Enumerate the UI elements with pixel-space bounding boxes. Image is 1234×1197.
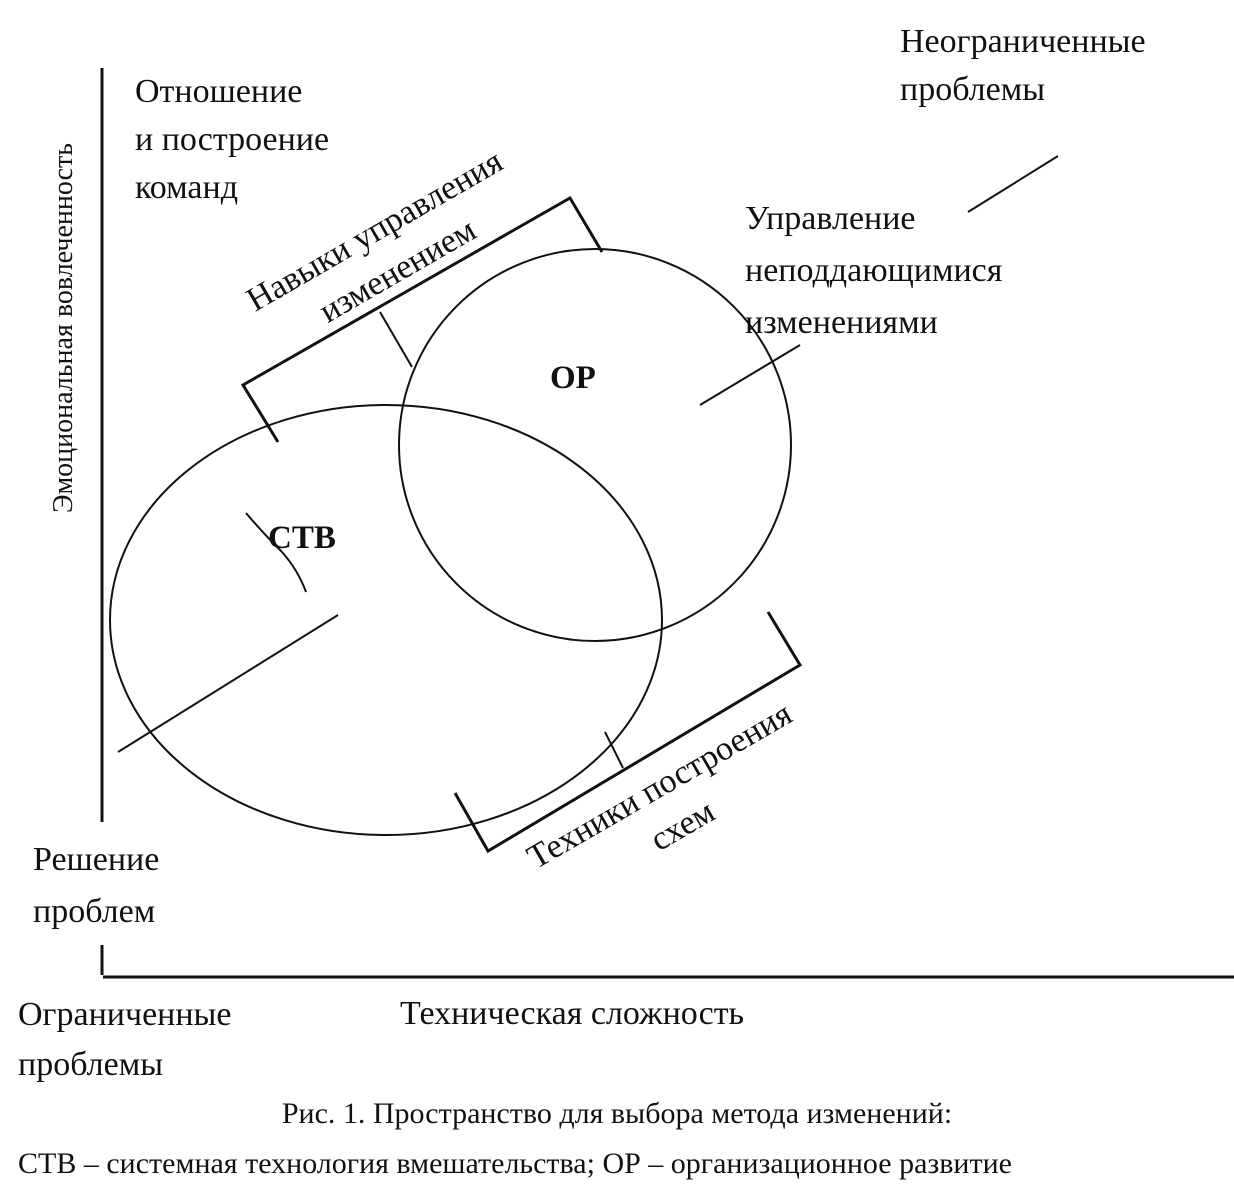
bottom-left-y-label: Решение проблем [33,834,159,938]
top-left-label-line1: Отношение [135,73,303,110]
bottom-left-x-label: Ограниченные проблемы [18,990,232,1090]
top-right-label: Неограниченные проблемы [900,18,1146,114]
bottom-left-x-label-line2: проблемы [18,1046,164,1083]
top-bracket [240,195,604,443]
right-label-line1: Управление [745,200,916,237]
right-label-line3: изменениями [745,304,938,341]
top-bracket-tick [379,311,413,368]
circle-right-label: ОР [550,360,596,396]
top-left-label: Отношение и построение команд [135,68,329,212]
caption-legend: СТВ – системная технология вмешательства… [18,1147,1012,1180]
bottom-left-y-label-line2: проблем [33,893,156,930]
caption-title: Рис. 1. Пространство для выбора метода и… [281,1097,953,1130]
solving-pointer-line [117,614,339,753]
unbounded-pointer-line [967,155,1059,213]
bottom-bracket-tick [604,731,624,769]
stv-pointer-curve [245,512,307,593]
or-circle [398,248,792,642]
y-axis-label: Эмоциональная вовлеченность [48,143,79,513]
bottom-left-x-label-line1: Ограниченные [18,996,232,1033]
top-right-label-line1: Неограниченные [900,23,1146,60]
top-left-label-line2: и построение [135,121,330,158]
x-axis-label: Техническая сложность [400,995,745,1032]
right-label-line2: неподдающимися [745,252,1003,289]
circle-left-label: СТВ [268,520,336,556]
stv-circle [109,404,663,836]
resistant-pointer-line [699,344,801,406]
top-right-label-line2: проблемы [900,71,1046,108]
top-left-label-line3: команд [135,169,239,206]
bottom-left-y-label-line1: Решение [33,841,160,878]
bottom-bracket [453,611,803,854]
right-label: Управление неподдающимися изменениями [745,193,1002,349]
